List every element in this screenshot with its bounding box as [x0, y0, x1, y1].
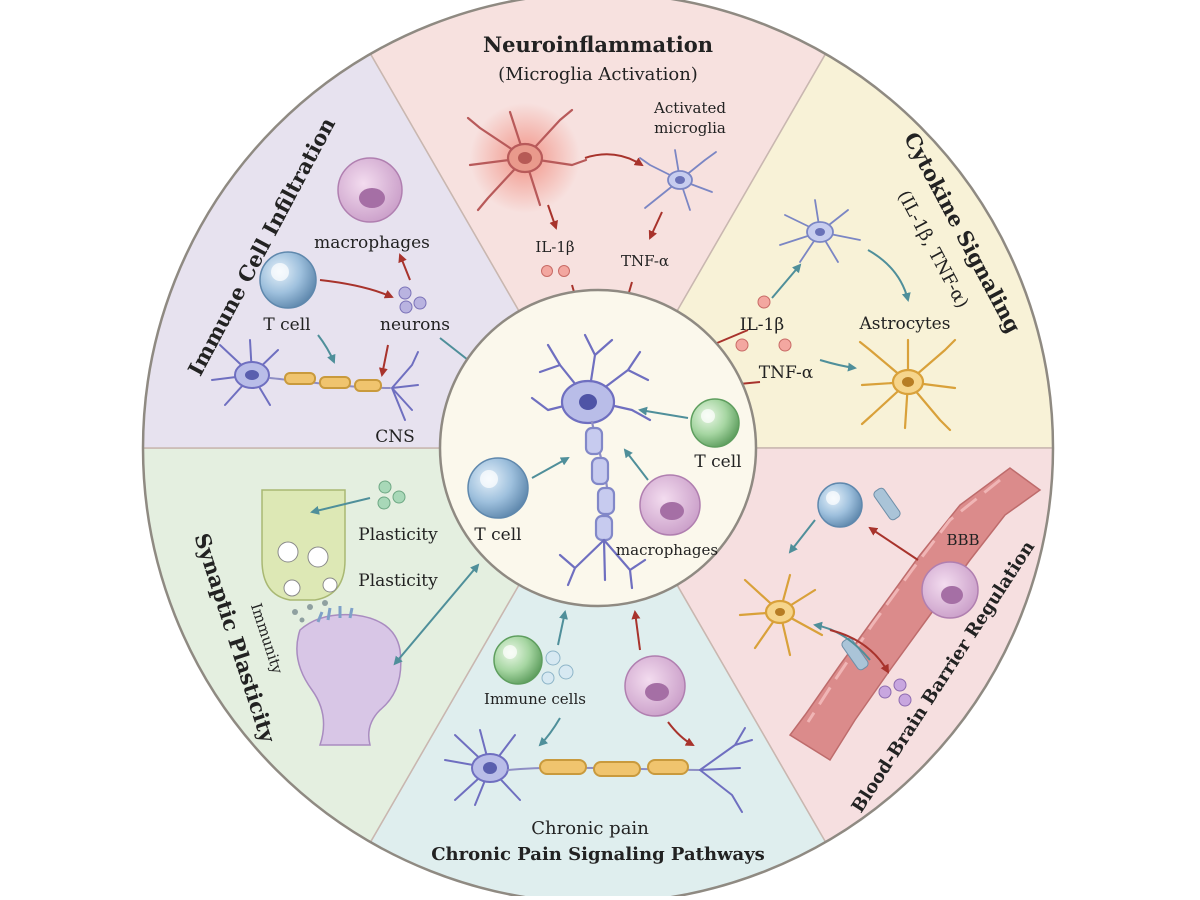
chronic-pain-title: Chronic Pain Signaling Pathways	[431, 844, 765, 865]
il1b-label-top: IL-1β	[535, 238, 574, 256]
immune-vesicle	[541, 671, 555, 685]
plasticity-label-1: Plasticity	[358, 525, 438, 545]
arrow-macrophage-to-axon	[667, 721, 695, 746]
arrow-cytokine-to-microglia	[771, 263, 802, 299]
immune-vesicle	[545, 650, 561, 666]
neuroinflammation-illustrations: Neuroinflammation (Microglia Activation)…	[466, 32, 726, 332]
infiltration-tcell	[259, 251, 317, 309]
arrow-macrophage-to-center	[631, 610, 641, 651]
center-macrophage	[639, 474, 701, 536]
neurotransmitter	[299, 617, 305, 623]
il1b-label-right: IL-1β	[740, 315, 784, 335]
neuroinflammation-subtitle: (Microglia Activation)	[498, 64, 698, 85]
arrow-vessel-to-tcell	[868, 526, 919, 561]
arrow-microglia-activation	[584, 153, 644, 167]
macrophages-label-left: macrophages	[314, 233, 430, 253]
arrow-immune-to-neuron	[538, 717, 561, 747]
neurotransmitter	[322, 600, 328, 606]
infiltration-macrophage	[337, 157, 403, 223]
center-macrophages-label: macrophages	[616, 541, 718, 559]
chronic-pain-macrophage	[624, 655, 686, 717]
neuron-vesicle	[413, 296, 427, 310]
center-tcell-left-label: T cell	[474, 525, 521, 545]
chronic-pain-immune-cell	[493, 635, 543, 685]
activated-microglia-label-1: Activated	[653, 99, 726, 117]
blood-vessel	[788, 467, 1042, 762]
neurons-label: neurons	[380, 315, 450, 335]
arrow-to-astrocytes	[867, 249, 911, 302]
il1b-molecule-right	[735, 338, 749, 352]
activated-microglia-cell	[639, 149, 717, 211]
arrow-immune-to-center	[557, 610, 568, 646]
plasticity-molecule	[378, 480, 392, 494]
arrow-macrophage-to-neuron	[623, 448, 649, 481]
neuron-vesicle	[398, 286, 412, 300]
arrow-plasticity-out	[310, 497, 371, 515]
arrow-tcell-left-to-neuron	[531, 457, 570, 479]
infiltration-neuron	[211, 339, 419, 421]
central-neuron	[530, 333, 652, 590]
center-hub: T cell T cell macrophages	[438, 288, 758, 608]
microglia-cytokine-cell	[779, 199, 861, 263]
bbb-molecule	[878, 685, 892, 699]
astrocytes-label: Astrocytes	[859, 314, 951, 334]
arrow-plasticity-center	[393, 563, 480, 666]
presynaptic-terminal	[261, 489, 346, 601]
bbb-macrophage	[921, 561, 979, 619]
arrow-microglia-to-tnfa	[648, 211, 663, 240]
chronic-pain-label: Chronic pain	[531, 818, 649, 839]
plasticity-molecule	[377, 496, 391, 510]
tnfa-molecule-right	[778, 338, 792, 352]
plasticity-label-2: Plasticity	[358, 571, 438, 591]
astrocyte-cell	[858, 338, 957, 432]
arrow-tcell-to-astrocyte	[788, 519, 816, 554]
tnfa-label-right: TNF-α	[759, 363, 814, 383]
cns-label: CNS	[375, 427, 415, 447]
tcell-label-left: T cell	[263, 315, 310, 335]
plasticity-molecule	[392, 490, 406, 504]
neurotransmitter	[307, 604, 313, 610]
center-tcell-right	[690, 398, 740, 448]
arrow-tcell-down	[317, 334, 336, 364]
arrow-neurons-down	[378, 344, 389, 377]
synaptic-illustrations: Plasticity Plasticity Immunity Synaptic …	[190, 480, 480, 746]
neurotransmitter	[292, 609, 298, 615]
immune-cells-label: Immune cells	[484, 690, 586, 708]
activated-microglia-label-2: microglia	[654, 119, 726, 137]
neuroinflammation-title: Neuroinflammation	[483, 32, 713, 57]
immune-vesicle	[558, 664, 574, 680]
il1b-molecule	[541, 265, 553, 277]
il1b-molecule	[558, 265, 570, 277]
tnfa-label-top: TNF-α	[621, 252, 669, 270]
chronic-pain-neuron	[444, 727, 753, 813]
arrow-tnfa-to-astrocyte	[819, 359, 857, 372]
center-tcell-left	[467, 457, 529, 519]
bbb-tcell	[817, 482, 863, 528]
outer-ring	[141, 0, 1055, 900]
center-tcell-right-label: T cell	[694, 452, 741, 472]
arrow-tcell-to-vesicles	[319, 279, 394, 299]
arrow-vesicles-to-macrophages	[398, 253, 411, 281]
bbb-molecule	[898, 693, 912, 707]
postsynaptic-terminal	[296, 606, 402, 746]
arrow-astrocyte-exchange	[813, 621, 871, 661]
bbb-molecule	[893, 678, 907, 692]
resting-microglia-cell	[466, 108, 588, 212]
neuron-vesicle	[399, 300, 413, 314]
il1b-molecule-right	[757, 295, 771, 309]
bbb-label: BBB	[946, 531, 979, 549]
chronic-pain-illustrations: Immune cells Chronic pain Chronic Pain S…	[431, 610, 765, 865]
arrow-microglia-to-il1b	[547, 204, 558, 230]
arrow-tcell-right-to-neuron	[638, 406, 689, 419]
arrow-to-molecules	[829, 629, 889, 674]
bbb-astrocyte	[738, 573, 824, 657]
